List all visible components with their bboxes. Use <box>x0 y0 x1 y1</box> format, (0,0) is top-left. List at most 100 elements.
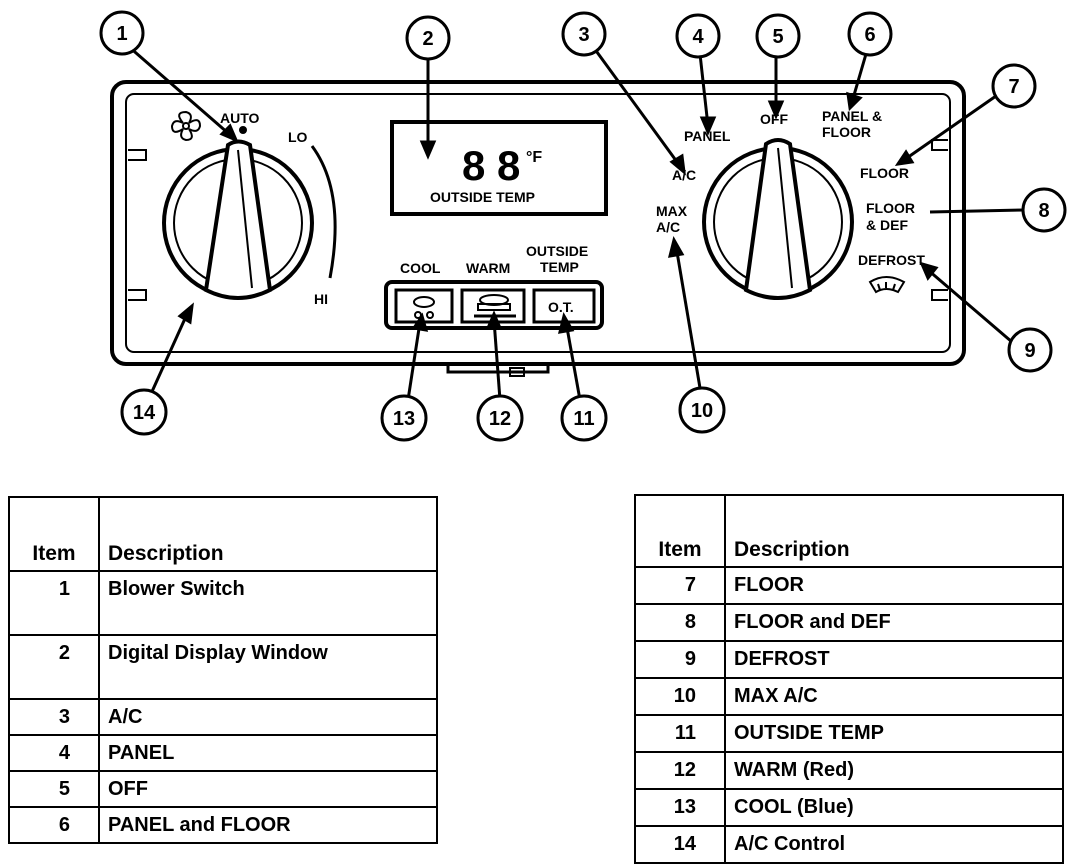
item-description: PANEL <box>98 734 438 772</box>
ac-control-knob[interactable] <box>702 138 854 300</box>
lo-hi-arc <box>310 145 337 279</box>
outside-temp-label-line2: TEMP <box>540 259 579 275</box>
callout-7: 7 <box>991 63 1037 109</box>
floor-label: FLOOR <box>860 165 909 181</box>
callout-9: 9 <box>1007 327 1053 373</box>
item-number: 9 <box>634 640 726 679</box>
item-description: Blower Switch <box>98 570 438 636</box>
header-item: Item <box>8 496 100 572</box>
svg-text:13: 13 <box>393 408 415 430</box>
svg-text:9: 9 <box>1024 340 1035 362</box>
panel-label: PANEL <box>684 128 731 144</box>
panel-floor-label-line2: FLOOR <box>822 124 871 140</box>
item-description: COOL (Blue) <box>724 788 1064 827</box>
item-number: 14 <box>634 825 726 864</box>
svg-text:12: 12 <box>489 408 511 430</box>
item-number: 7 <box>634 566 726 605</box>
callout-10: 10 <box>678 386 726 434</box>
item-number: 4 <box>8 734 100 772</box>
item-description: OUTSIDE TEMP <box>724 714 1064 753</box>
floor-def-label-line1: FLOOR <box>866 200 915 216</box>
display-digits: 8 8 <box>462 142 520 189</box>
item-number: 3 <box>8 698 100 736</box>
item-description: FLOOR <box>724 566 1064 605</box>
defrost-icon <box>868 276 906 294</box>
svg-text:6: 6 <box>864 24 875 46</box>
item-number: 6 <box>8 806 100 844</box>
defrost-label: DEFROST <box>858 252 925 268</box>
ac-label: A/C <box>672 167 696 183</box>
climate-control-diagram: AUTO LO HI 8 8 °F OUTSIDE TEMP COOL WARM… <box>99 10 1067 442</box>
item-description: FLOOR and DEF <box>724 603 1064 642</box>
svg-text:14: 14 <box>133 402 156 424</box>
header-description: Description <box>724 494 1064 568</box>
fan-icon <box>170 110 202 142</box>
item-description: MAX A/C <box>724 677 1064 716</box>
leader-lines <box>127 44 1025 401</box>
display-unit: °F <box>526 149 542 166</box>
item-number: 1 <box>8 570 100 636</box>
item-description: WARM (Red) <box>724 751 1064 790</box>
callout-12: 12 <box>476 394 524 442</box>
item-description: Digital Display Window <box>98 634 438 700</box>
header-item: Item <box>634 494 726 568</box>
item-number: 8 <box>634 603 726 642</box>
item-number: 10 <box>634 677 726 716</box>
svg-text:2: 2 <box>422 28 433 50</box>
callout-4: 4 <box>675 13 721 59</box>
blower-knob[interactable] <box>162 126 314 300</box>
item-description: A/C Control <box>724 825 1064 864</box>
panel-floor-label-line1: PANEL & <box>822 108 882 124</box>
svg-text:5: 5 <box>772 26 783 48</box>
auto-label: AUTO <box>220 110 260 126</box>
digital-display-window: 8 8 °F OUTSIDE TEMP <box>390 120 608 216</box>
svg-text:7: 7 <box>1008 76 1019 98</box>
svg-text:11: 11 <box>573 408 594 430</box>
item-description: OFF <box>98 770 438 808</box>
callout-13: 13 <box>380 394 428 442</box>
callout-8: 8 <box>1021 187 1067 233</box>
header-description: Description <box>98 496 438 572</box>
item-number: 5 <box>8 770 100 808</box>
callout-6: 6 <box>847 11 893 57</box>
max-ac-label-line2: A/C <box>656 219 680 235</box>
svg-text:3: 3 <box>578 24 589 46</box>
display-caption: OUTSIDE TEMP <box>430 189 535 205</box>
item-description: A/C <box>98 698 438 736</box>
off-label: OFF <box>760 111 788 127</box>
floor-def-label-line2: & DEF <box>866 217 908 233</box>
lo-label: LO <box>288 129 308 145</box>
svg-text:10: 10 <box>691 400 713 422</box>
max-ac-label-line1: MAX <box>656 203 688 219</box>
hi-label: HI <box>314 291 328 307</box>
item-description: PANEL and FLOOR <box>98 806 438 844</box>
cool-button[interactable] <box>394 288 454 324</box>
callout-2: 2 <box>405 15 451 61</box>
callout-1: 1 <box>99 10 145 56</box>
item-description: DEFROST <box>724 640 1064 679</box>
warm-label: WARM <box>466 260 510 276</box>
ot-button-label: O.T. <box>548 299 574 315</box>
item-number: 11 <box>634 714 726 753</box>
outside-temp-label-line1: OUTSIDE <box>526 243 588 259</box>
callout-3: 3 <box>561 11 607 57</box>
callout-14: 14 <box>120 388 168 436</box>
svg-text:1: 1 <box>116 23 127 45</box>
item-number: 13 <box>634 788 726 827</box>
callout-5: 5 <box>755 13 801 59</box>
